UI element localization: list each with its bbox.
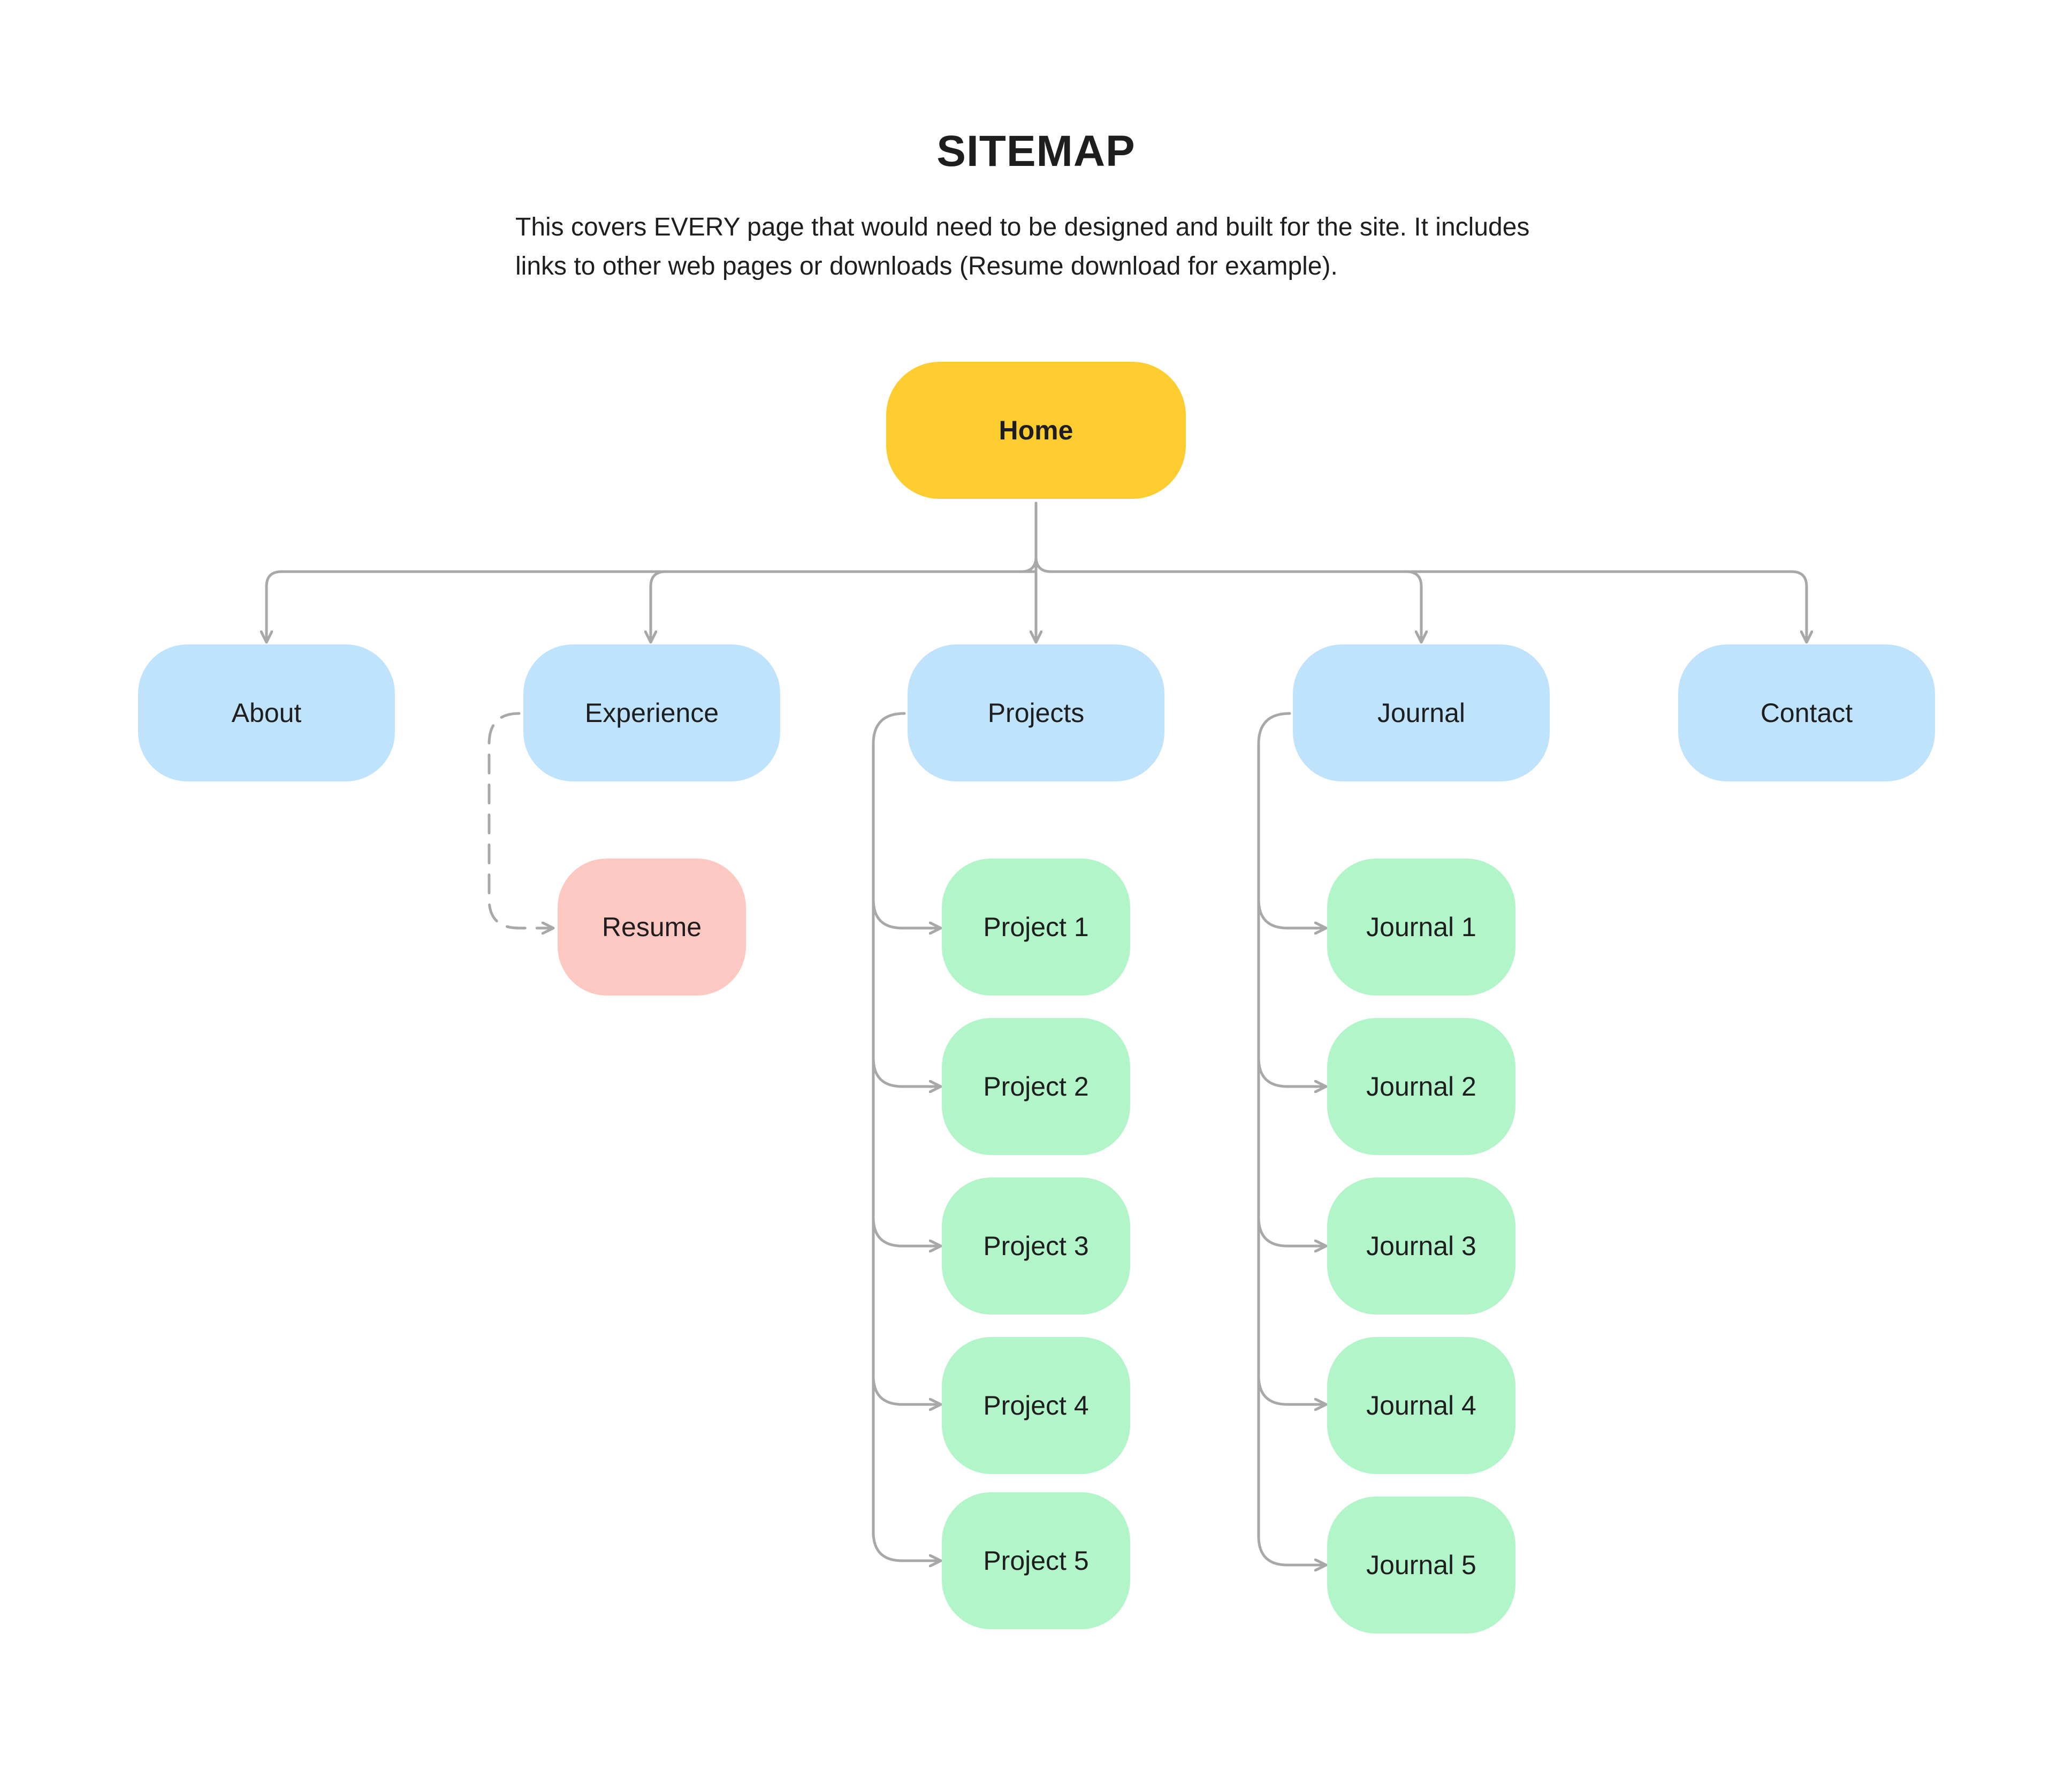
description-line-2: links to other web pages or downloads (R…: [515, 252, 1338, 280]
project-1-node: Project 1: [942, 859, 1130, 996]
resume-node: Resume: [558, 859, 746, 996]
project-3-label: Project 3: [983, 1231, 1089, 1261]
project-1-label: Project 1: [983, 912, 1089, 942]
journal-3-node: Journal 3: [1327, 1178, 1515, 1315]
home-label: Home: [999, 415, 1073, 445]
journal-5-node: Journal 5: [1327, 1496, 1515, 1634]
journal-2-node: Journal 2: [1327, 1018, 1515, 1155]
link-project-4: [872, 1374, 942, 1404]
journal-2-label: Journal 2: [1366, 1072, 1476, 1101]
journal-1-node: Journal 1: [1327, 859, 1515, 996]
link-experience-resume: [487, 712, 555, 928]
journal-3-label: Journal 3: [1366, 1231, 1476, 1261]
project-2-label: Project 2: [983, 1072, 1089, 1101]
project-3-node: Project 3: [942, 1178, 1130, 1315]
experience-node: Experience: [523, 644, 780, 781]
link-home-journal: [1034, 555, 1421, 644]
experience-label: Experience: [584, 698, 719, 728]
link-project-3: [872, 1216, 942, 1246]
project-4-node: Project 4: [942, 1337, 1130, 1474]
link-project-1: [872, 898, 942, 928]
link-home-experience: [651, 570, 1038, 644]
description: This covers EVERY page that would need t…: [515, 208, 1612, 286]
journal-node: Journal: [1293, 644, 1550, 781]
link-journal-1: [1257, 898, 1328, 928]
home-node: Home: [886, 362, 1186, 499]
project-5-node: Project 5: [942, 1492, 1130, 1629]
about-label: About: [231, 698, 302, 728]
contact-label: Contact: [1760, 698, 1853, 728]
resume-label: Resume: [601, 912, 702, 942]
link-journal-2: [1257, 1056, 1328, 1087]
project-4-label: Project 4: [983, 1391, 1089, 1420]
link-journal-4: [1257, 1374, 1328, 1404]
contact-node: Contact: [1678, 644, 1935, 781]
journal-5-label: Journal 5: [1366, 1550, 1476, 1580]
link-project-2: [872, 1056, 942, 1087]
project-2-node: Project 2: [942, 1018, 1130, 1155]
journal-4-node: Journal 4: [1327, 1337, 1515, 1474]
projects-label: Projects: [987, 698, 1085, 728]
journal-label: Journal: [1377, 698, 1465, 728]
description-line-1: This covers EVERY page that would need t…: [515, 213, 1530, 241]
link-project-5: [872, 1530, 942, 1561]
about-node: About: [138, 644, 395, 781]
projects-node: Projects: [908, 644, 1164, 781]
journal-4-label: Journal 4: [1366, 1391, 1476, 1420]
page-title: SITEMAP: [936, 127, 1136, 176]
link-journal-trunk: [1257, 712, 1291, 1538]
link-journal-3: [1257, 1216, 1328, 1246]
project-5-label: Project 5: [983, 1546, 1089, 1576]
journal-1-label: Journal 1: [1366, 912, 1476, 942]
link-projects-trunk: [872, 712, 906, 1538]
link-home-contact: [1405, 570, 1807, 644]
link-journal-5: [1257, 1534, 1328, 1565]
